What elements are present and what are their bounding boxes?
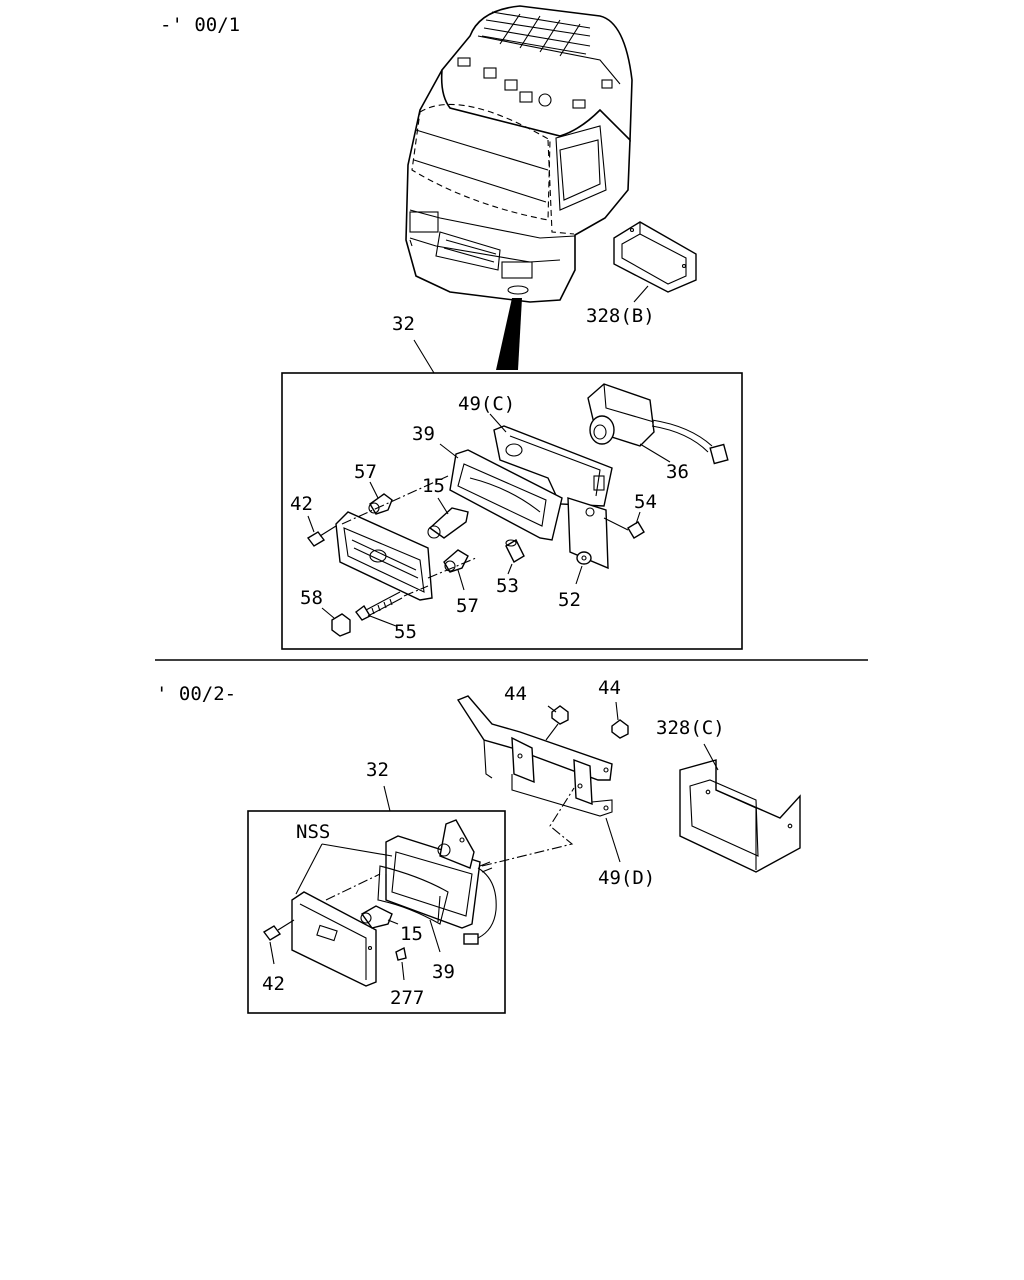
bezel-39 xyxy=(449,449,563,541)
bracket-cover-328b xyxy=(613,221,697,293)
bulb-15-upper xyxy=(427,507,469,539)
leader-54 xyxy=(635,511,641,525)
label-32-lower: 32 xyxy=(366,759,389,781)
label-36: 36 xyxy=(666,461,689,483)
leader-58 xyxy=(321,607,335,619)
assembly-line-lamp-bracket xyxy=(481,787,575,867)
leader-nss-lens xyxy=(295,843,323,895)
leader-42-lower xyxy=(269,941,275,965)
leader-nss-lamp xyxy=(321,843,393,857)
label-328b: 328(B) xyxy=(586,305,655,327)
leader-15-upper xyxy=(437,497,449,515)
label-49d: 49(D) xyxy=(598,867,655,889)
nut-58 xyxy=(331,613,351,637)
label-32-upper: 32 xyxy=(392,313,415,335)
washer-52 xyxy=(576,551,592,565)
label-44-right: 44 xyxy=(598,677,621,699)
leader-53 xyxy=(507,563,513,575)
label-nss: NSS xyxy=(296,821,330,843)
bracket-49d xyxy=(456,695,613,817)
leader-36 xyxy=(639,443,671,463)
fog-lamp-lens xyxy=(291,891,377,987)
label-57-top: 57 xyxy=(354,461,377,483)
clip-277 xyxy=(395,946,407,961)
upper-detail-box xyxy=(281,372,743,650)
screw-42-lower xyxy=(262,919,295,941)
label-328c: 328(C) xyxy=(656,717,725,739)
assembly-line-upper-3 xyxy=(403,585,429,597)
label-54: 54 xyxy=(634,491,657,513)
label-55: 55 xyxy=(394,621,417,643)
label-49c: 49(C) xyxy=(458,393,515,415)
assembly-line-upper-1 xyxy=(341,475,449,525)
leader-49d xyxy=(605,817,621,863)
label-277: 277 xyxy=(390,987,424,1009)
leader-32-lower xyxy=(383,785,391,812)
truck-cab-illustration xyxy=(405,5,633,303)
location-pointer xyxy=(496,298,522,370)
leader-49c xyxy=(489,413,507,433)
label-53: 53 xyxy=(496,575,519,597)
assembly-line-upper-2 xyxy=(427,557,477,579)
fog-lamp-body xyxy=(385,819,497,945)
bulb-15-lower xyxy=(360,905,393,929)
leader-44-left-down xyxy=(545,723,559,741)
nut-44-right xyxy=(611,719,629,739)
grommet-57-bottom xyxy=(443,549,469,573)
lamp-36 xyxy=(587,383,729,465)
lower-detail-box xyxy=(247,810,506,1014)
leader-44-left xyxy=(547,705,557,713)
leader-328b xyxy=(633,285,649,303)
screw-54 xyxy=(603,517,645,539)
label-58: 58 xyxy=(300,587,323,609)
leader-32-upper xyxy=(413,339,435,374)
grommet-57-top xyxy=(368,493,393,515)
bracket-cover-328c xyxy=(679,759,801,873)
label-15-upper: 15 xyxy=(422,475,445,497)
label-42-lower: 42 xyxy=(262,973,285,995)
leader-52 xyxy=(575,565,583,585)
leader-39-upper xyxy=(439,443,459,459)
leader-42-upper xyxy=(307,515,315,533)
label-42-upper: 42 xyxy=(290,493,313,515)
lens-housing xyxy=(335,511,433,601)
label-39-lower: 39 xyxy=(432,961,455,983)
label-39-upper: 39 xyxy=(412,423,435,445)
leader-57-bottom xyxy=(457,569,465,591)
leader-44-right xyxy=(615,701,619,721)
label-57-bottom: 57 xyxy=(456,595,479,617)
leader-57-top xyxy=(369,481,379,499)
leader-277 xyxy=(401,961,405,981)
bezel-39-lower xyxy=(377,865,449,925)
leader-328c xyxy=(703,743,719,771)
assembly-line-lens xyxy=(325,873,381,901)
label-15-lower: 15 xyxy=(400,923,423,945)
leader-15-lower xyxy=(387,919,399,925)
bracket-49c xyxy=(493,425,613,570)
nut-44-left xyxy=(551,705,569,725)
upper-section-header: -' 00/1 xyxy=(160,14,240,36)
leader-55 xyxy=(369,615,397,627)
spacer-53 xyxy=(505,539,525,563)
label-52: 52 xyxy=(558,589,581,611)
bolt-55 xyxy=(355,591,403,621)
screw-42-upper xyxy=(306,525,337,547)
label-44-left: 44 xyxy=(504,683,527,705)
lower-section-header: ' 00/2- xyxy=(156,683,236,705)
leader-39-lower xyxy=(429,919,441,953)
